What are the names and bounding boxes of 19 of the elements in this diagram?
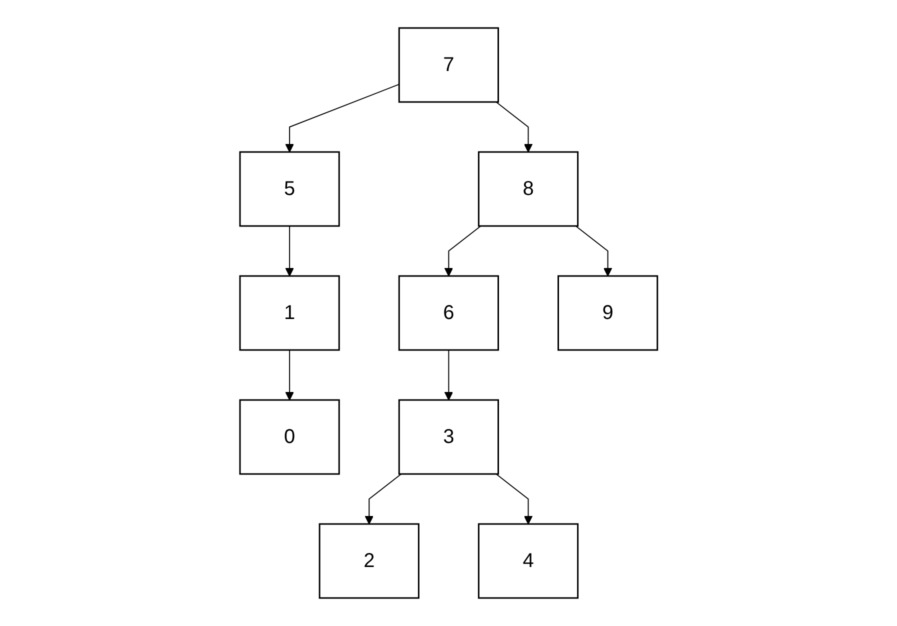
node-box: 5 xyxy=(239,151,340,227)
arrow xyxy=(284,350,294,400)
arrow xyxy=(284,226,294,276)
node-box: 3 xyxy=(398,399,499,475)
arrow xyxy=(444,350,453,400)
node-box: 7 xyxy=(398,27,499,103)
node-box: 4 xyxy=(478,523,578,599)
node-box: 8 xyxy=(478,151,578,227)
node-box: 2 xyxy=(318,523,420,599)
node-box: 0 xyxy=(239,399,340,475)
arrow xyxy=(284,84,400,152)
node-box: 6 xyxy=(398,275,499,351)
node-box: 9 xyxy=(557,275,658,351)
arrow xyxy=(444,226,482,276)
arrow xyxy=(364,474,402,524)
arrow xyxy=(575,226,612,276)
arrow xyxy=(495,102,532,152)
node-box: 1 xyxy=(239,275,340,351)
arrow xyxy=(495,474,532,524)
